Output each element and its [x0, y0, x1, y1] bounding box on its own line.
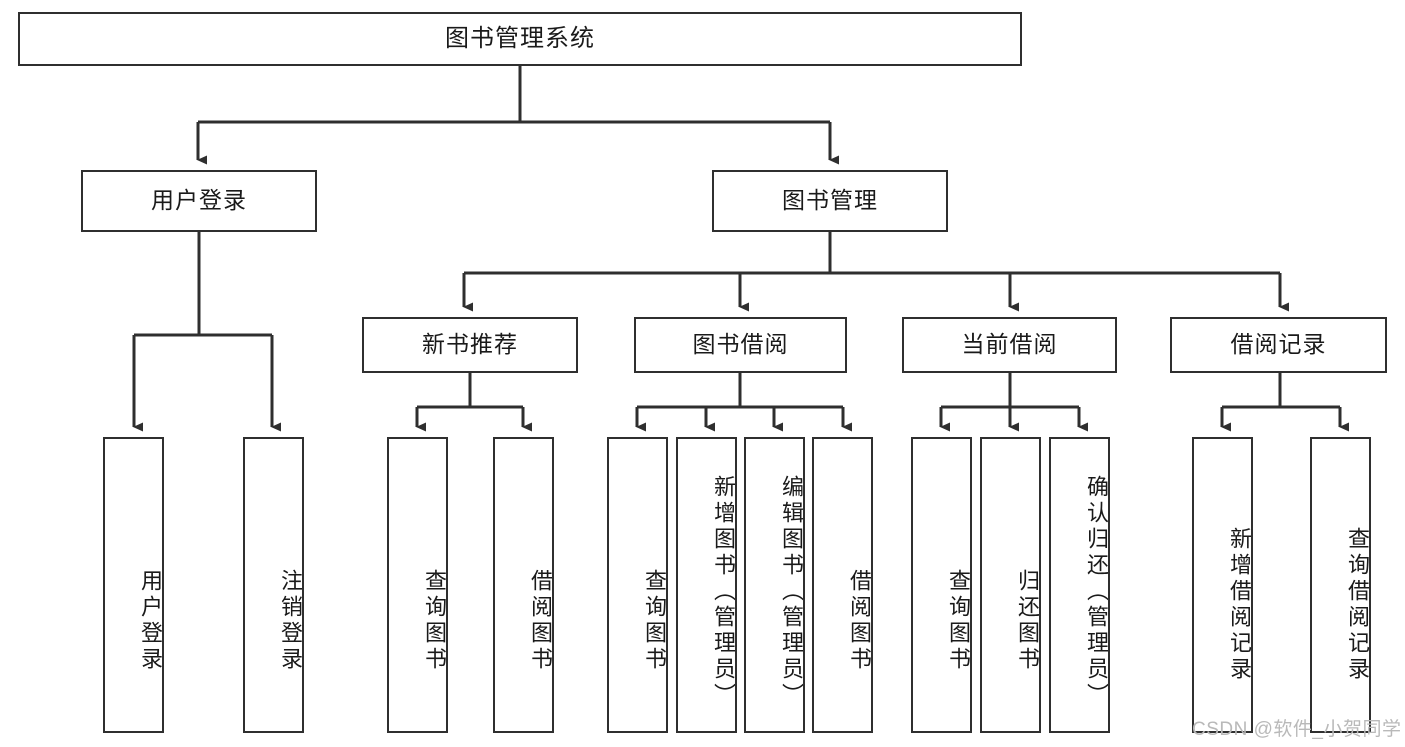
csdn-watermark: CSDN @软件_小贺同学 [1192, 719, 1402, 740]
node-new-book-recommend-label: 新书推荐 [422, 331, 518, 358]
leaf-record-query-record-label: 查询借阅记录 [1345, 527, 1370, 683]
leaf-borrow-borrow-book-label: 借阅图书 [847, 569, 872, 673]
leaf-newbook-query-book[interactable]: 查询图书 [387, 437, 448, 733]
leaf-record-query-record[interactable]: 查询借阅记录 [1310, 437, 1371, 733]
node-user-login[interactable]: 用户登录 [81, 170, 317, 232]
edges-record-to-leaves [1220, 373, 1349, 432]
leaf-current-query-book-label: 查询图书 [946, 569, 971, 673]
leaf-record-add-record[interactable]: 新增借阅记录 [1192, 437, 1253, 733]
edges-bookmgmt-to-level3 [462, 232, 1289, 312]
leaf-newbook-borrow-book[interactable]: 借阅图书 [493, 437, 554, 733]
node-current-borrow-label: 当前借阅 [961, 331, 1058, 358]
node-current-borrow[interactable]: 当前借阅 [902, 317, 1117, 373]
leaf-newbook-query-book-label: 查询图书 [422, 569, 447, 673]
edges-newbook-to-leaves [415, 373, 532, 432]
node-root-label: 图书管理系统 [445, 24, 595, 52]
edges-root-to-level2 [196, 66, 839, 165]
node-new-book-recommend[interactable]: 新书推荐 [362, 317, 578, 373]
edges-current-to-leaves [939, 373, 1088, 432]
leaf-current-return-book[interactable]: 归还图书 [980, 437, 1041, 733]
leaf-logout-label: 注销登录 [278, 569, 303, 673]
leaf-current-return-book-label: 归还图书 [1015, 569, 1040, 673]
node-book-borrow-label: 图书借阅 [692, 331, 789, 358]
leaf-user-login[interactable]: 用户登录 [103, 437, 164, 733]
edges-borrow-to-leaves [635, 373, 852, 432]
leaf-logout[interactable]: 注销登录 [243, 437, 304, 733]
node-user-login-label: 用户登录 [151, 187, 247, 214]
leaf-borrow-query-book-label: 查询图书 [642, 569, 667, 673]
leaf-record-add-record-label: 新增借阅记录 [1227, 527, 1252, 683]
node-book-borrow[interactable]: 图书借阅 [634, 317, 847, 373]
node-book-management-label: 图书管理 [782, 187, 878, 214]
node-book-management[interactable]: 图书管理 [712, 170, 948, 232]
leaf-borrow-edit-book-admin-label: 编辑图书（管理员） [779, 475, 804, 709]
leaf-current-confirm-return-admin[interactable]: 确认归还（管理员） [1049, 437, 1110, 733]
leaf-borrow-query-book[interactable]: 查询图书 [607, 437, 668, 733]
node-borrow-record[interactable]: 借阅记录 [1170, 317, 1387, 373]
leaf-borrow-add-book-admin[interactable]: 新增图书（管理员） [676, 437, 737, 733]
leaf-current-query-book[interactable]: 查询图书 [911, 437, 972, 733]
leaf-borrow-edit-book-admin[interactable]: 编辑图书（管理员） [744, 437, 805, 733]
leaf-user-login-label: 用户登录 [138, 569, 163, 673]
leaf-borrow-borrow-book[interactable]: 借阅图书 [812, 437, 873, 733]
leaf-current-confirm-return-admin-label: 确认归还（管理员） [1084, 475, 1109, 709]
edges-booklogin-to-leaves [132, 232, 281, 432]
leaf-borrow-add-book-admin-label: 新增图书（管理员） [711, 475, 736, 709]
node-borrow-record-label: 借阅记录 [1230, 331, 1327, 358]
node-root-system[interactable]: 图书管理系统 [18, 12, 1022, 66]
leaf-newbook-borrow-book-label: 借阅图书 [528, 569, 553, 673]
